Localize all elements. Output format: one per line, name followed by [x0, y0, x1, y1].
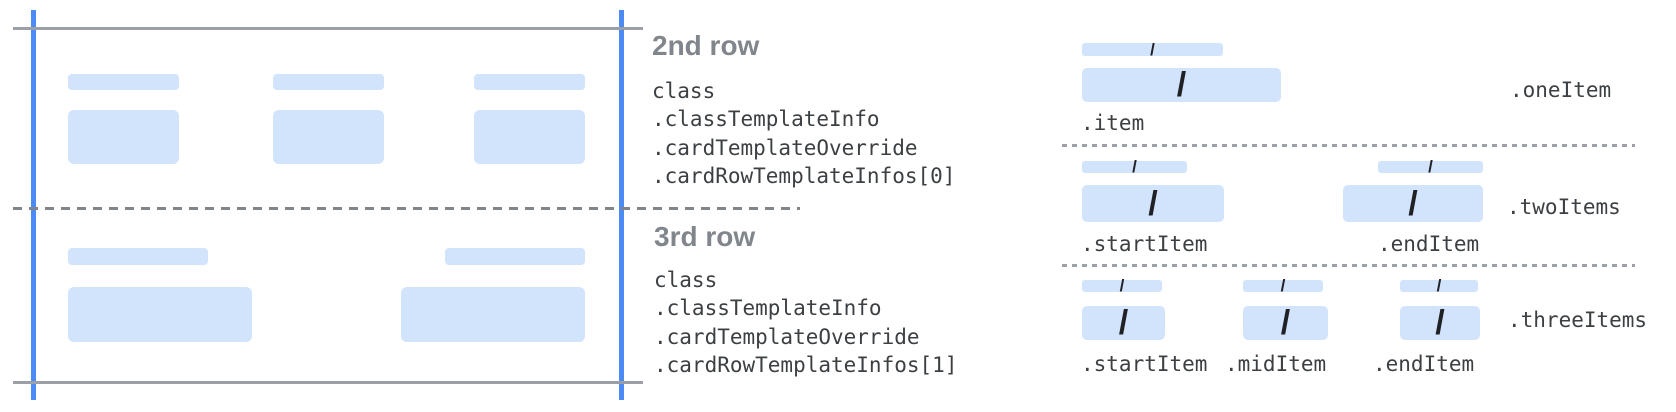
code-line: .cardTemplateOverride: [654, 324, 920, 349]
mid-item-field-label: .midItem: [1225, 352, 1327, 376]
two-items-end-label-bar: /: [1378, 158, 1483, 175]
row3-col2-label-placeholder: [445, 248, 585, 265]
section-divider-dashed-line: [1062, 144, 1635, 147]
three-items-start-value-bar: /: [1082, 306, 1165, 340]
start-item-field-label: .startItem: [1081, 232, 1208, 256]
row3-heading: 3rd row: [654, 221, 756, 252]
row2-col1-value-placeholder: [68, 110, 179, 164]
item-field-label: .item: [1081, 111, 1145, 135]
code-line: .cardRowTemplateInfos[1]: [654, 352, 958, 377]
row2-col3-value-placeholder: [474, 110, 585, 164]
three-items-mid-value-bar: /: [1243, 306, 1328, 340]
one-item-name-label: .oneItem: [1510, 78, 1612, 102]
start-item-field-label: .startItem: [1081, 352, 1208, 376]
card-right-edge-guide-line: [619, 10, 624, 400]
card-top-edge-line: [13, 27, 643, 30]
code-line: class: [654, 268, 718, 292]
row2-col2-value-placeholder: [273, 110, 384, 164]
three-items-end-value-bar: /: [1400, 306, 1480, 340]
two-items-end-value-bar: /: [1343, 185, 1483, 222]
row3-col1-label-placeholder: [68, 248, 208, 265]
code-line: .cardRowTemplateInfos[0]: [652, 163, 956, 188]
row2-col2-label-placeholder: [273, 74, 384, 90]
three-items-mid-label-bar: /: [1243, 277, 1323, 294]
three-items-end-label-bar: /: [1400, 277, 1478, 294]
row2-code-path: class .classTemplateInfo .cardTemplateOv…: [652, 77, 955, 190]
row-divider-dashed-line: [13, 207, 800, 210]
card-bottom-edge-line: [13, 381, 643, 384]
row3-col1-value-placeholder: [68, 287, 252, 342]
two-items-name-label: .twoItems: [1507, 195, 1621, 219]
row2-col3-label-placeholder: [474, 74, 585, 90]
row2-heading: 2nd row: [652, 30, 760, 61]
one-item-value-bar: /: [1082, 68, 1281, 102]
code-line: .classTemplateInfo: [654, 296, 882, 321]
row2-col1-label-placeholder: [68, 74, 179, 90]
section-divider-dashed-line: [1062, 264, 1635, 267]
code-line: .cardTemplateOverride: [652, 135, 918, 160]
three-items-name-label: .threeItems: [1508, 308, 1648, 332]
three-items-start-label-bar: /: [1082, 277, 1162, 294]
card-left-edge-guide-line: [31, 10, 36, 400]
end-item-field-label: .endItem: [1373, 352, 1475, 376]
row3-code-path: class .classTemplateInfo .cardTemplateOv…: [654, 266, 957, 379]
end-item-field-label: .endItem: [1378, 232, 1480, 256]
two-items-start-value-bar: /: [1082, 185, 1224, 222]
code-line: .classTemplateInfo: [652, 107, 880, 132]
row3-col2-value-placeholder: [401, 287, 585, 342]
code-line: class: [652, 79, 716, 103]
two-items-start-label-bar: /: [1082, 158, 1187, 175]
one-item-label-bar: /: [1082, 41, 1223, 58]
